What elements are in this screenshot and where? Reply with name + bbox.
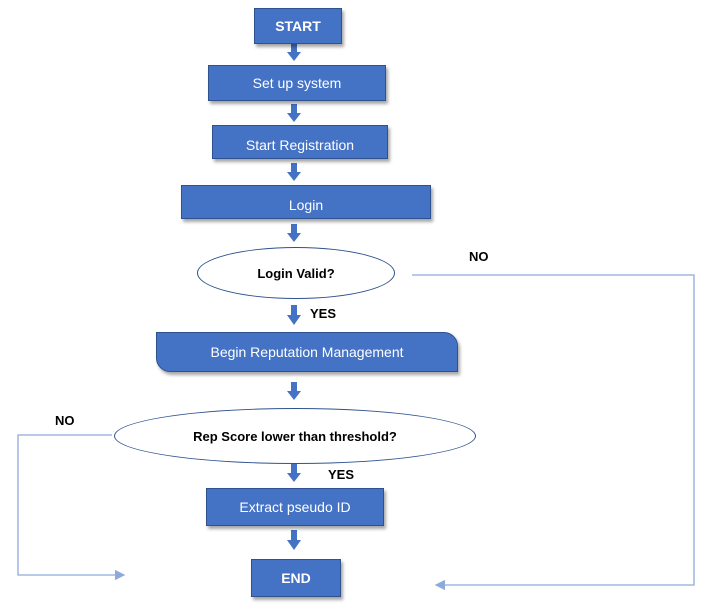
- down-arrow-login-decision: [287, 224, 301, 242]
- down-arrow-extract-end: [287, 530, 301, 550]
- login-node: Login: [181, 185, 431, 219]
- down-arrow-repscore-extract: [287, 464, 301, 482]
- login-no-label: NO: [469, 249, 489, 264]
- down-arrow-setup-registration: [287, 104, 301, 122]
- login-valid-decision: Login Valid?: [197, 247, 395, 299]
- start-node: START: [254, 8, 342, 44]
- down-arrow-decision-reputation: [287, 305, 301, 325]
- end-node: END: [251, 559, 341, 597]
- rep-score-decision: Rep Score lower than threshold?: [114, 408, 476, 464]
- start-registration-node: Start Registration: [212, 125, 388, 159]
- no-connector-repscore: [17, 434, 126, 581]
- login-yes-label: YES: [310, 306, 337, 321]
- down-arrow-registration-login: [287, 163, 301, 181]
- rep-yes-label: YES: [328, 467, 355, 482]
- rep-no-label: NO: [55, 413, 75, 428]
- extract-pseudo-id-node: Extract pseudo ID: [206, 488, 384, 526]
- down-arrow-start-setup: [287, 44, 301, 61]
- setup-system-node: Set up system: [208, 65, 386, 101]
- no-connector-login: [412, 274, 695, 591]
- down-arrow-reputation-repscore: [287, 382, 301, 400]
- reputation-management-node: Begin Reputation Management: [156, 332, 458, 372]
